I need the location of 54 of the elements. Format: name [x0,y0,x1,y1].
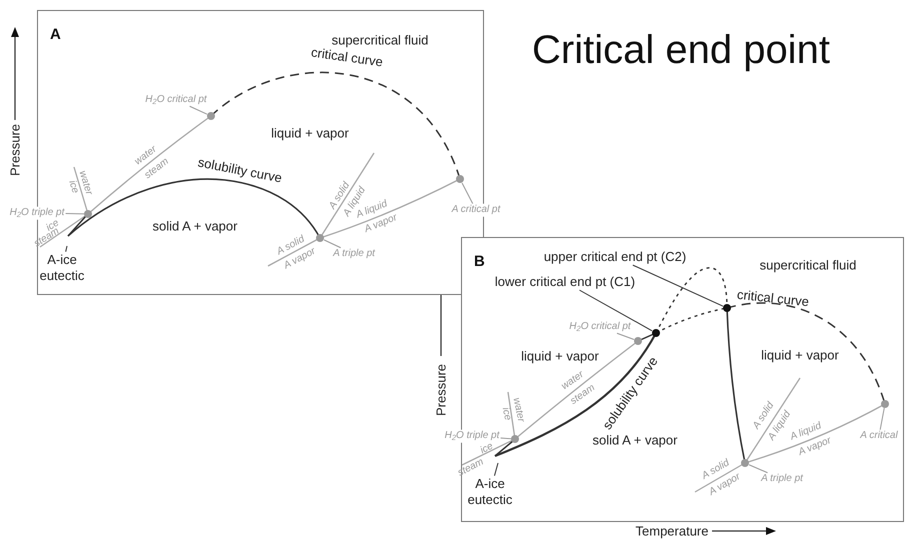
leader-line [494,462,498,476]
point-label: A-ice eutectic [33,252,91,284]
curve-label: ice [479,442,495,456]
point-label: A triple pt [761,472,803,486]
title: Critical end point [532,30,830,70]
point-marker [634,337,642,345]
point-marker [881,400,889,408]
point-marker [723,304,731,312]
point-label: H$_{2}$O triple pt [444,430,500,442]
region-label: solid A + vapor [152,220,238,232]
axis-label: Pressure [8,124,22,176]
region-label: solubility curve [196,155,284,185]
point-label: A triple pt [333,248,375,260]
point-marker [456,175,464,183]
leader-line [462,182,474,204]
point-marker [741,459,749,467]
leader-line [632,264,724,307]
region-label: supercritical fluid [760,258,856,272]
curve-label: A vapor [797,436,833,458]
point-marker [652,329,660,337]
region-label: solid A + vapor [592,434,678,446]
point-marker [316,234,324,242]
region-label: liquid + vapor [521,350,599,362]
point-label: H$_{2}$O critical pt [569,320,631,334]
point-marker [511,435,519,443]
region-label: supercritical fluid [332,34,428,46]
region-label: liquid + vapor [761,348,839,362]
region-label: critical curve [736,288,810,308]
panel-letter: B [474,254,485,269]
axis-label: Temperature [636,524,708,538]
curve-label: A vapor [708,472,742,498]
leader-line [748,464,768,474]
region-label: liquid + vapor [271,126,349,140]
point-label: lower critical end pt (C1) [494,274,636,290]
point-label: H$_{2}$O critical pt [145,94,207,106]
leader-line [579,290,652,332]
region-label: critical curve [310,46,384,68]
point-label: A critical pt [450,204,502,216]
curve-label: water [510,397,526,423]
point-marker [207,112,215,120]
curve-label: ice [500,406,512,422]
axis-label: Pressure [434,364,448,416]
point-marker [84,210,92,218]
leader-line [880,408,885,430]
leader-line [189,106,208,115]
leader-line [616,332,634,340]
leader-line [65,246,68,252]
leader-line [500,437,512,440]
point-label: upper critical end pt (C2) [544,248,686,266]
point-label: H$_{2}$O triple pt [8,206,66,220]
panel-letter: A [50,27,61,42]
leader-line [324,239,342,248]
leader-line [64,213,84,214]
point-label: A critical [860,430,898,442]
